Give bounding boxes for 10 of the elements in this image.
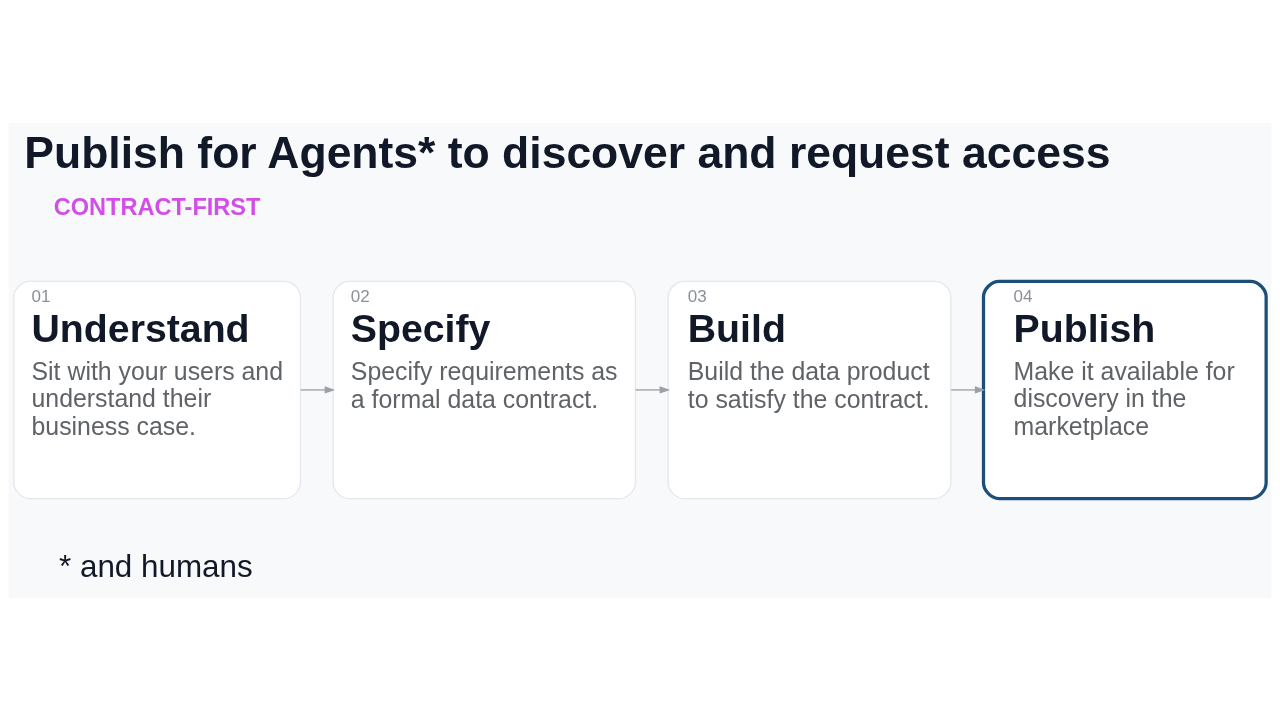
arrow [634,385,671,394]
node-box: 02 Specify Specify requirements as a formal data contract. [332,280,637,499]
node-box: 01 Understand Sit with your users and understand their business case. [13,280,302,499]
arrow [950,385,986,394]
label: CONTRACT-FIRST [53,193,261,220]
arrow [300,385,336,394]
node-box: 04 Publish Make it available for discovery in the marketplace [981,279,1268,500]
node-box: 03 Build Build the data product to satisfy the contract. [667,280,952,499]
label: * and humans [59,548,253,584]
diagram-title: Publish for Agents* to discover and request access [24,127,1111,177]
